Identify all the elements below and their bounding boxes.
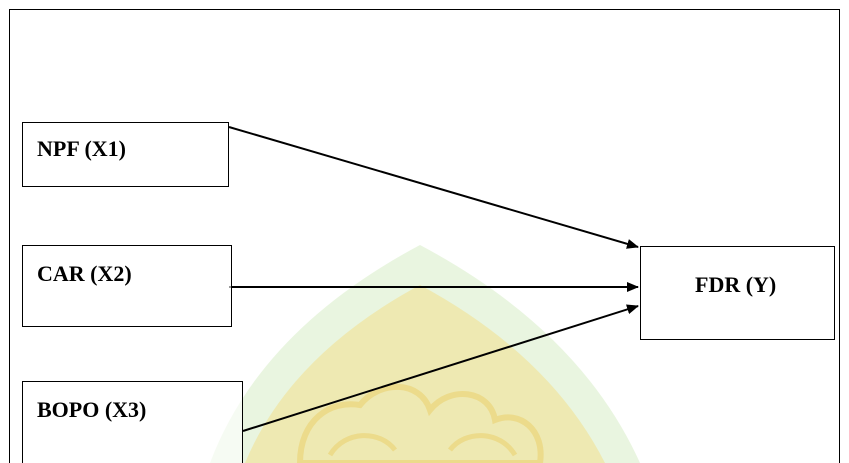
node-fdr: FDR (Y) bbox=[640, 246, 835, 340]
node-car-label: CAR (X2) bbox=[37, 261, 132, 286]
node-car: CAR (X2) bbox=[22, 245, 232, 327]
diagram-frame bbox=[9, 9, 840, 463]
node-npf-label: NPF (X1) bbox=[37, 136, 126, 161]
node-bopo: BOPO (X3) bbox=[22, 381, 243, 463]
node-bopo-label: BOPO (X3) bbox=[37, 397, 147, 422]
arrow-bopo-to-fdr bbox=[242, 304, 639, 432]
node-fdr-label: FDR (Y) bbox=[695, 272, 777, 297]
node-npf: NPF (X1) bbox=[22, 122, 229, 187]
arrow-npf-to-fdr bbox=[228, 126, 639, 249]
